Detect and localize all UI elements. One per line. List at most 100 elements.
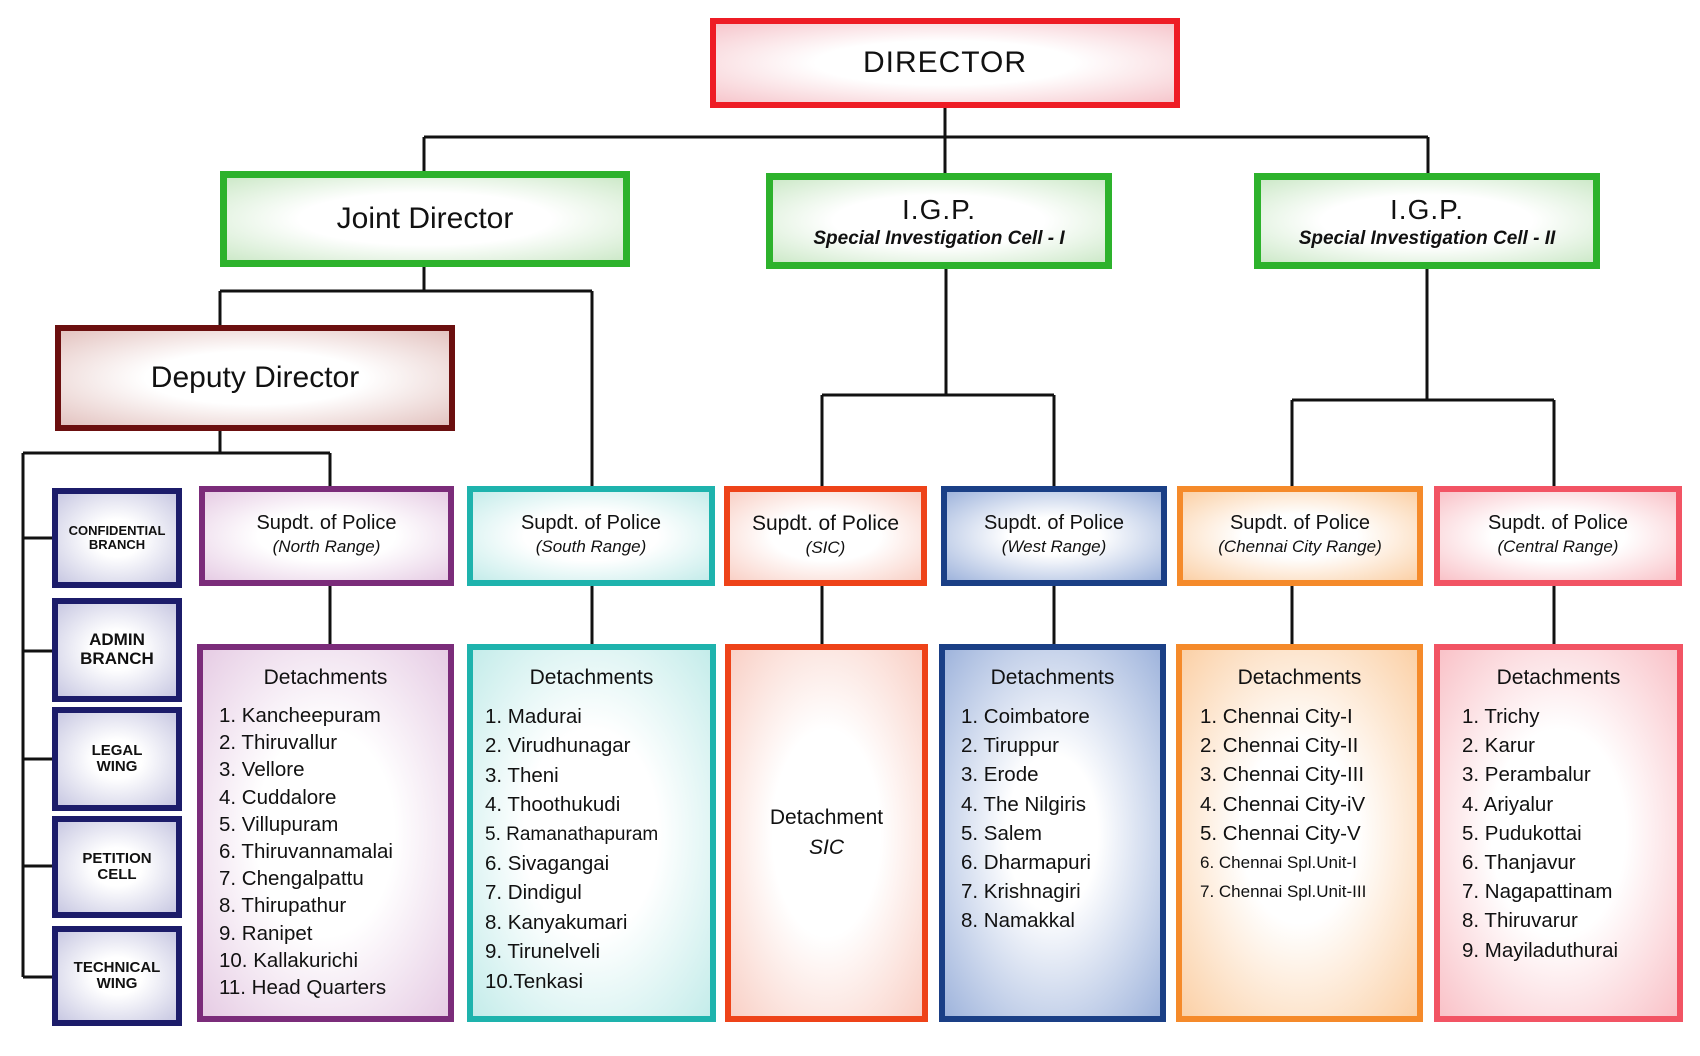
detachments-heading: Detachments [1496, 666, 1621, 689]
supdt-central-range-box: Supdt. of Police (Central Range) [1434, 486, 1682, 586]
branch-label-line1: PETITION [82, 849, 152, 867]
list-item: 1. Trichy [1462, 705, 1540, 728]
list-item: 3. Chennai City-III [1200, 763, 1365, 787]
supdt-chennai-city-range-box: Supdt. of Police (Chennai City Range) [1177, 486, 1423, 586]
detachments-chennai-city-range-box: Detachments 1. Chennai City-I 2. Chennai… [1176, 644, 1423, 1022]
supdt-title: Supdt. of Police [1487, 512, 1629, 534]
supdt-range: (North Range) [272, 537, 381, 556]
list-item: 8. Thirupathur [219, 894, 347, 918]
director-label: DIRECTOR [862, 46, 1028, 79]
deputy-director-label: Deputy Director [150, 361, 360, 394]
list-item: 9. Tirunelveli [485, 940, 601, 964]
detachments-central-range-box: Detachments 1. Trichy 2. Karur 3. Peramb… [1434, 644, 1683, 1022]
branch-label-line2: BRANCH [80, 649, 154, 668]
supdt-title: Supdt. of Police [256, 512, 397, 534]
list-item: 7. Chengalpattu [219, 867, 364, 891]
detachments-north-range-box: Detachments 1. Kancheepuram 2. Thiruvall… [197, 644, 454, 1022]
list-item: 2. Virudhunagar [485, 734, 631, 758]
list-item: 5. Chennai City-V [1200, 821, 1361, 845]
detachment-subheading: SIC [808, 836, 844, 859]
detachment-list: 1. Kancheepuram 2. Thiruvallur 3. Vellor… [203, 702, 448, 1001]
branch-label-line1: ADMIN [89, 630, 145, 650]
detachment-sic-box: Detachment SIC [725, 644, 928, 1022]
supdt-sic-box: Supdt. of Police (SIC) [724, 486, 927, 586]
igp-sic-1-box: I.G.P. Special Investigation Cell - I [766, 173, 1112, 269]
detachments-heading: Detachments [990, 666, 1115, 689]
list-item: 6. Thanjavur [1462, 851, 1576, 875]
detachments-heading: Detachments [1237, 666, 1362, 689]
list-item: 1. Chennai City-I [1200, 705, 1353, 728]
joint-director-box: Joint Director [220, 171, 630, 267]
detachment-list: 1. Coimbatore 2. Tiruppur 3. Erode 4. Th… [945, 702, 1160, 936]
list-item: 8. Kanyakumari [485, 910, 628, 934]
igp-sic-2-subtitle: Special Investigation Cell - II [1298, 228, 1556, 249]
joint-director-label: Joint Director [336, 202, 514, 235]
list-item: 5. Ramanathapuram [485, 823, 659, 845]
detachment-list: 1. Madurai 2. Virudhunagar 3. Theni 4. T… [473, 702, 710, 996]
list-item: 11. Head Quarters [219, 976, 387, 1000]
list-item: 9. Mayiladuthurai [1462, 938, 1619, 962]
list-item: 5. Salem [961, 821, 1042, 845]
list-item: 8. Thiruvarur [1462, 909, 1578, 933]
supdt-range: (South Range) [535, 537, 647, 556]
detachment-heading: Detachment [769, 806, 884, 829]
list-item: 7. Krishnagiri [961, 880, 1081, 904]
list-item: 3. Erode [961, 763, 1039, 787]
list-item: 6. Chennai Spl.Unit-I [1200, 853, 1357, 873]
list-item: 3. Perambalur [1462, 763, 1591, 787]
igp-sic-1-subtitle: Special Investigation Cell - I [813, 228, 1065, 249]
igp-sic-2-title: I.G.P. [1390, 194, 1464, 225]
list-item: 2. Tiruppur [961, 734, 1059, 758]
list-item: 6. Sivagangai [485, 852, 610, 876]
supdt-north-range-box: Supdt. of Police (North Range) [199, 486, 454, 586]
list-item: 5. Villupuram [219, 812, 339, 836]
branch-label-line2: BRANCH [88, 537, 146, 552]
list-item: 4. Chennai City-iV [1200, 792, 1366, 816]
supdt-range: (West Range) [1001, 537, 1107, 556]
supdt-title: Supdt. of Police [983, 512, 1125, 534]
detachments-west-range-box: Detachments 1. Coimbatore 2. Tiruppur 3.… [939, 644, 1166, 1022]
list-item: 9. Ranipet [219, 921, 313, 945]
list-item: 7. Dindigul [485, 881, 582, 905]
detachments-south-range-box: Detachments 1. Madurai 2. Virudhunagar 3… [467, 644, 716, 1022]
igp-sic-2-box: I.G.P. Special Investigation Cell - II [1254, 173, 1600, 269]
list-item: 7. Chennai Spl.Unit-III [1200, 882, 1367, 902]
list-item: 4. Thoothukudi [485, 793, 621, 817]
list-item: 10.Tenkasi [485, 969, 584, 993]
list-item: 3. Theni [485, 763, 559, 787]
branch-label-line2: WING [96, 758, 138, 775]
supdt-range: (Central Range) [1497, 537, 1619, 556]
supdt-range: (SIC) [805, 538, 846, 557]
list-item: 3. Vellore [219, 758, 305, 782]
list-item: 5. Pudukottai [1462, 821, 1582, 845]
supdt-west-range-box: Supdt. of Police (West Range) [941, 486, 1167, 586]
list-item: 6. Dharmapuri [961, 851, 1091, 875]
supdt-title: Supdt. of Police [1229, 512, 1371, 534]
list-item: 6. Thiruvannamalai [219, 840, 393, 864]
supdt-range: (Chennai City Range) [1218, 537, 1382, 556]
list-item: 10. Kallakurichi [219, 948, 359, 972]
branch-label-line1: LEGAL [91, 741, 143, 759]
list-item: 7. Nagapattinam [1462, 880, 1613, 904]
detachment-list: 1. Trichy 2. Karur 3. Perambalur 4. Ariy… [1440, 702, 1677, 965]
supdt-title: Supdt. of Police [520, 512, 662, 534]
detachment-list: 1. Chennai City-I 2. Chennai City-II 3. … [1182, 702, 1417, 906]
list-item: 2. Thiruvallur [219, 731, 338, 755]
list-item: 1. Madurai [485, 705, 582, 728]
list-item: 2. Chennai City-II [1200, 734, 1359, 758]
list-item: 4. Ariyalur [1462, 792, 1554, 816]
deputy-director-box: Deputy Director [55, 325, 455, 431]
branch-label-line2: CELL [97, 866, 137, 883]
supdt-south-range-box: Supdt. of Police (South Range) [467, 486, 715, 586]
branch-label-line1: TECHNICAL [73, 958, 161, 976]
detachments-heading: Detachments [263, 666, 388, 689]
detachments-heading: Detachments [529, 666, 654, 689]
list-item: 4. Cuddalore [219, 785, 337, 809]
